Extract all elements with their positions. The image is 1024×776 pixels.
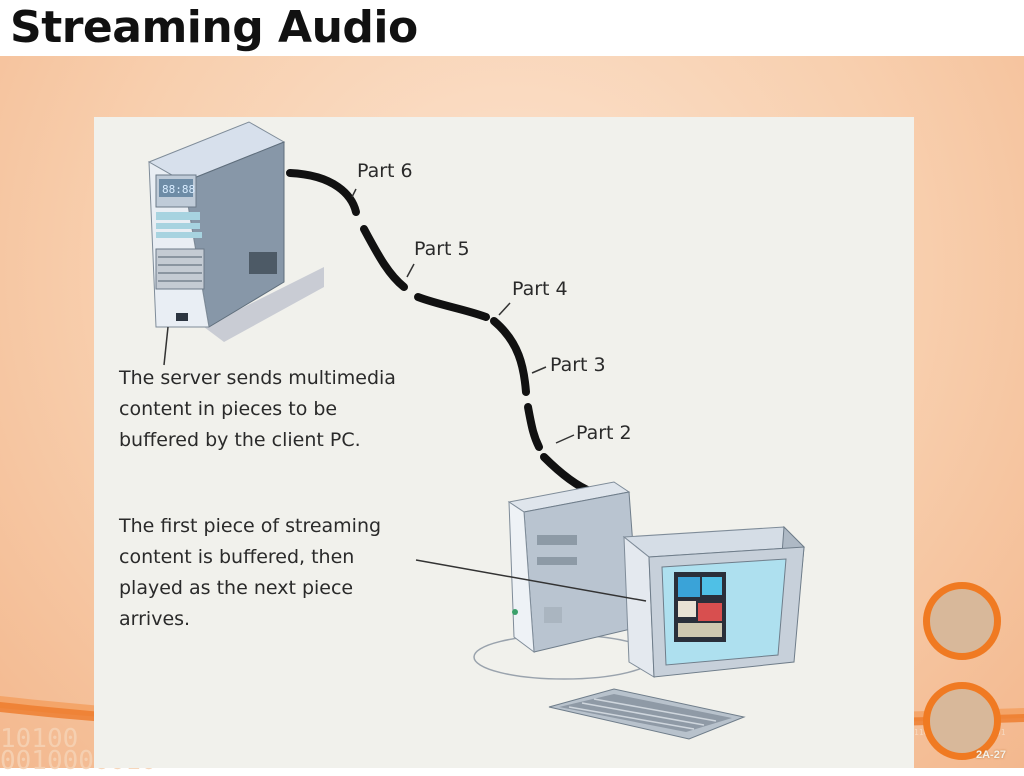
page-number: 2A-27 bbox=[976, 749, 1006, 761]
server-display-text: 88:88 bbox=[162, 183, 195, 196]
part-3-label: Part 3 bbox=[550, 354, 606, 376]
streaming-cable bbox=[286, 169, 596, 496]
part-leader-lines bbox=[351, 188, 575, 444]
server-shadow bbox=[204, 267, 324, 342]
server-caption: The server sends multimedia content in p… bbox=[119, 367, 396, 451]
diagram-panel: 88:88 bbox=[94, 117, 914, 768]
server-icon: 88:88 bbox=[147, 121, 286, 328]
server-callout-line bbox=[163, 326, 169, 366]
decorative-ring-top bbox=[923, 582, 1001, 660]
client-callout-line bbox=[415, 559, 647, 602]
diagram-illustration: 88:88 bbox=[147, 121, 806, 740]
part-6-label: Part 6 bbox=[357, 160, 413, 182]
part-2-label: Part 2 bbox=[576, 422, 632, 444]
part-5-label: Part 5 bbox=[414, 238, 470, 260]
decorative-ring-bottom bbox=[923, 682, 1001, 760]
client-pc-icon bbox=[473, 481, 806, 740]
client-caption: The first piece of streaming content is … bbox=[119, 515, 382, 630]
part-4-label: Part 4 bbox=[512, 278, 568, 300]
slide-title: Streaming Audio bbox=[10, 2, 418, 53]
title-bar: Streaming Audio bbox=[0, 0, 1024, 56]
